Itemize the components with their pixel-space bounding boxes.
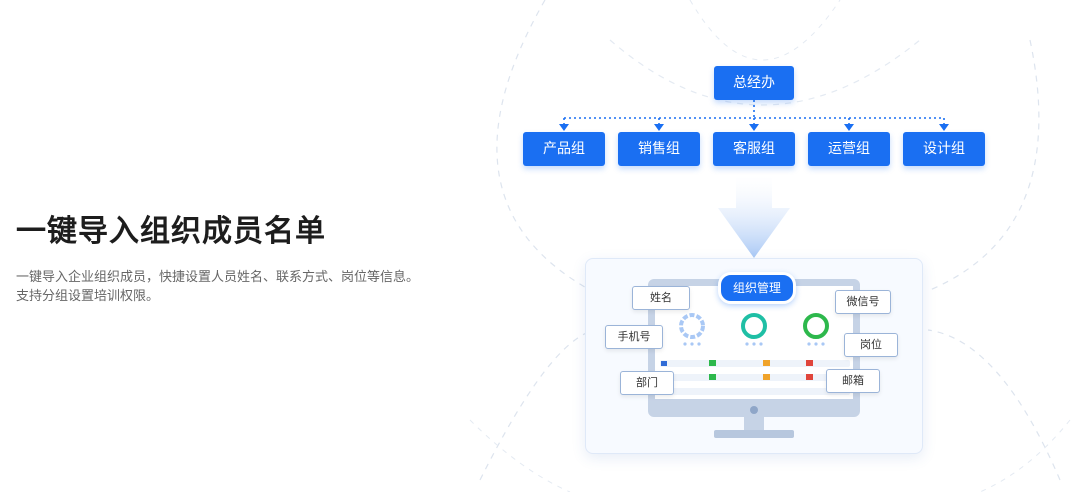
progress-ring-3 <box>803 313 829 339</box>
background-arcs <box>469 0 1071 492</box>
field-tag-wechat: 微信号 <box>835 290 891 314</box>
screen-table-rows <box>660 360 850 395</box>
field-tag-position: 岗位 <box>844 333 898 357</box>
org-group-design: 设计组 <box>903 132 985 166</box>
org-group-service: 客服组 <box>713 132 795 166</box>
import-down-arrow <box>718 176 790 258</box>
field-tag-phone: 手机号 <box>605 325 663 349</box>
org-illustration: 总经办 产品组 销售组 客服组 运营组 设计组 <box>460 0 1080 492</box>
field-tag-email: 邮箱 <box>826 369 880 393</box>
org-root-box: 总经办 <box>714 66 794 100</box>
org-management-pill: 组织管理 <box>718 272 796 304</box>
field-tag-name: 姓名 <box>632 286 690 310</box>
progress-ring-1 <box>679 313 705 339</box>
monitor-details <box>660 313 850 438</box>
org-group-sales: 销售组 <box>618 132 700 166</box>
org-group-operations: 运营组 <box>808 132 890 166</box>
page-description: 一键导入企业组织成员，快捷设置人员姓名、联系方式、岗位等信息。支持分组设置培训权… <box>16 270 420 304</box>
org-group-product: 产品组 <box>523 132 605 166</box>
page-headline: 一键导入组织成员名单 <box>16 214 326 249</box>
connector-arrowheads <box>559 124 949 131</box>
field-tag-department: 部门 <box>620 371 674 395</box>
progress-ring-2 <box>741 313 767 339</box>
